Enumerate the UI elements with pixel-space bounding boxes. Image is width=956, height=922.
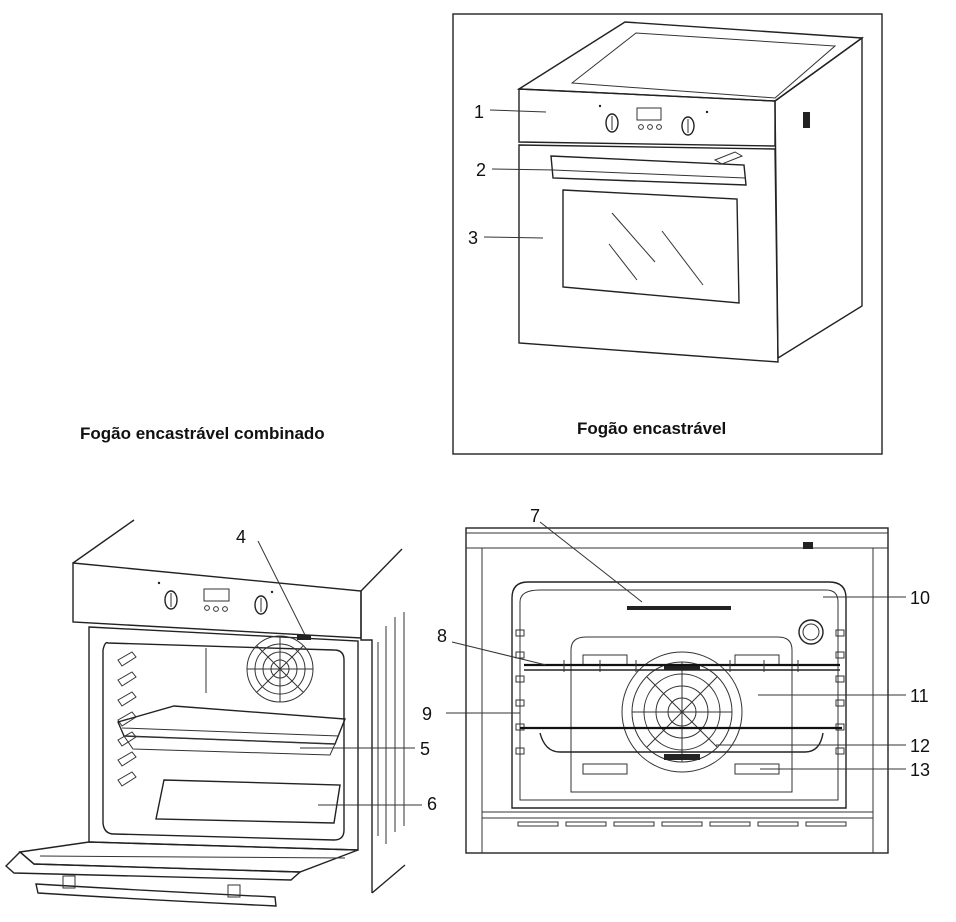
control-panel (518, 88, 776, 147)
callout-13: 13 (910, 760, 930, 780)
side-vent (803, 112, 810, 128)
outer-frame (465, 527, 889, 854)
panel-frame (452, 13, 883, 455)
inner-cavity (511, 581, 847, 809)
callout-12: 12 (910, 736, 930, 756)
knob-right (681, 116, 695, 136)
callout-1: 1 (474, 102, 484, 122)
callout-2: 2 (476, 160, 486, 180)
hob-surface (570, 32, 837, 99)
door-window (562, 189, 740, 304)
fan-cover-front (621, 651, 743, 773)
caption-single: Fogão encastrável (577, 419, 727, 438)
button-dot (647, 124, 653, 130)
cavity-front-view (446, 521, 906, 854)
callout-7: 7 (530, 506, 540, 526)
oven-door (518, 144, 779, 363)
callout-5: 5 (420, 739, 430, 759)
wire-shelf (524, 660, 840, 672)
fan-cover (246, 635, 314, 703)
callout-11: 11 (910, 686, 929, 706)
baking-tray (117, 705, 347, 745)
display-window (636, 107, 662, 121)
bottom-vents (517, 821, 847, 827)
callout-9: 9 (422, 704, 432, 724)
open-oven-illustration (4, 519, 422, 907)
bottom-plate (155, 779, 341, 824)
callout-10: 10 (910, 588, 930, 608)
oven-lamp (798, 619, 824, 645)
callout-6: 6 (427, 794, 437, 814)
callout-4: 4 (236, 527, 246, 547)
open-door-handle (35, 883, 277, 907)
knob-left (605, 113, 619, 133)
callout-3: 3 (468, 228, 478, 248)
button-dot (656, 124, 662, 130)
caption-combined: Fogão encastrável combinado (80, 424, 325, 443)
oven-cavity (102, 641, 345, 841)
button-dot (638, 124, 644, 130)
door-latch (713, 151, 744, 165)
control-panel-open (72, 562, 362, 639)
cabinet-side (774, 36, 863, 360)
door-handle (550, 155, 747, 186)
hob-top (516, 21, 864, 102)
built-in-oven-panel (452, 13, 883, 455)
callout-8: 8 (437, 626, 447, 646)
